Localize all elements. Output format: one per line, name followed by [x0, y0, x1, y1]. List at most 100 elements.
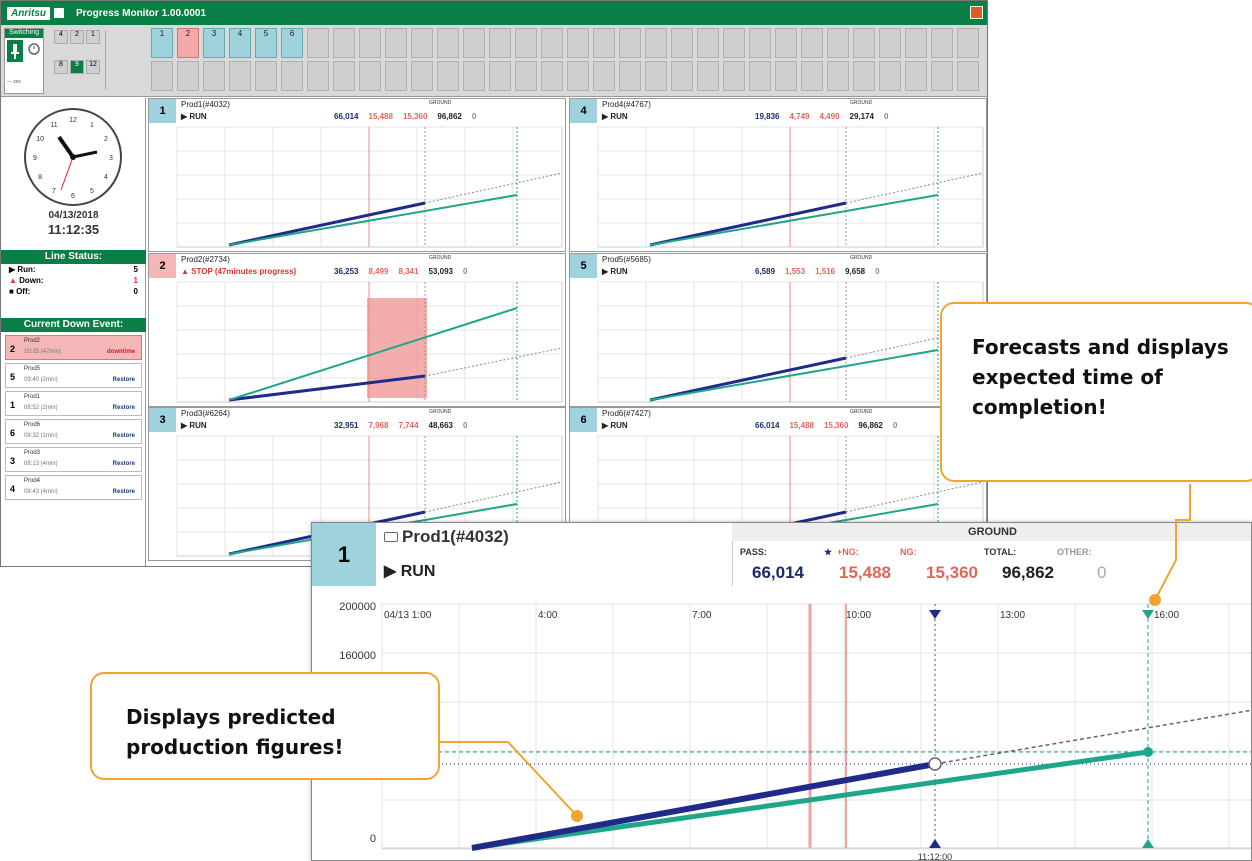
event-action-button[interactable]: Restore [112, 433, 135, 439]
empty-line-slot[interactable] [593, 28, 615, 58]
line-button-3[interactable]: 3 [203, 28, 225, 58]
panel-state: ▲ STOP (47minutes progress) [181, 267, 296, 276]
empty-line-slot[interactable] [801, 28, 823, 58]
hng-value: 15,488 [839, 563, 891, 582]
panel-line-number: 5 [570, 254, 597, 278]
empty-line-slot[interactable] [359, 61, 381, 91]
empty-line-slot[interactable] [307, 28, 329, 58]
empty-line-slot[interactable] [671, 61, 693, 91]
empty-line-slot[interactable] [229, 61, 251, 91]
svg-text:3: 3 [109, 155, 113, 162]
empty-line-slot[interactable] [723, 61, 745, 91]
empty-line-slot[interactable] [905, 28, 927, 58]
empty-line-slot[interactable] [775, 28, 797, 58]
line-button-2[interactable]: 2 [177, 28, 199, 58]
empty-line-slot[interactable] [957, 28, 979, 58]
empty-line-slot[interactable] [203, 61, 225, 91]
empty-line-slot[interactable] [827, 28, 849, 58]
empty-line-slot[interactable] [463, 61, 485, 91]
line-button-4[interactable]: 4 [229, 28, 251, 58]
empty-line-slot[interactable] [827, 61, 849, 91]
empty-line-slot[interactable] [645, 61, 667, 91]
grid-9-button[interactable]: 9 [70, 60, 84, 74]
empty-line-slot[interactable] [515, 61, 537, 91]
empty-line-slot[interactable] [411, 61, 433, 91]
empty-line-slot[interactable] [879, 61, 901, 91]
event-action-button[interactable]: Restore [112, 461, 135, 467]
grid-12-button[interactable]: 12 [86, 60, 100, 74]
grid-2-button[interactable]: 2 [70, 30, 84, 44]
empty-line-slot[interactable] [645, 28, 667, 58]
grid-4-button[interactable]: 4 [54, 30, 68, 44]
grid-8-button[interactable]: 8 [54, 60, 68, 74]
empty-line-slot[interactable] [853, 28, 875, 58]
timer-button[interactable] [26, 40, 42, 62]
empty-line-slot[interactable] [593, 61, 615, 91]
empty-line-slot[interactable] [905, 61, 927, 91]
panel-total-value: 53,093 [428, 267, 453, 276]
empty-line-slot[interactable] [671, 28, 693, 58]
empty-line-slot[interactable] [931, 61, 953, 91]
empty-line-slot[interactable] [411, 28, 433, 58]
empty-line-slot[interactable] [697, 28, 719, 58]
status-label-text: Run: [17, 265, 36, 274]
empty-line-slot[interactable] [879, 28, 901, 58]
empty-line-slot[interactable] [619, 61, 641, 91]
empty-line-slot[interactable] [385, 61, 407, 91]
empty-line-slot[interactable] [307, 61, 329, 91]
empty-line-slot[interactable] [801, 61, 823, 91]
line-button-number: 1 [159, 29, 165, 38]
event-action-button[interactable]: Restore [112, 489, 135, 495]
empty-line-slot[interactable] [619, 28, 641, 58]
empty-line-slot[interactable] [333, 28, 355, 58]
grid-1-button[interactable]: 1 [86, 30, 100, 44]
empty-line-slot[interactable] [463, 28, 485, 58]
empty-line-slot[interactable] [281, 61, 303, 91]
empty-line-slot[interactable] [541, 28, 563, 58]
event-action-button[interactable]: Restore [112, 405, 135, 411]
empty-line-slot[interactable] [931, 28, 953, 58]
empty-line-slot[interactable] [853, 61, 875, 91]
empty-line-slot[interactable] [385, 28, 407, 58]
empty-line-slot[interactable] [697, 61, 719, 91]
empty-line-slot[interactable] [541, 61, 563, 91]
empty-line-slot[interactable] [359, 28, 381, 58]
empty-line-slot[interactable] [333, 61, 355, 91]
empty-line-slot[interactable] [437, 28, 459, 58]
empty-line-slot[interactable] [151, 61, 173, 91]
empty-line-slot[interactable] [437, 61, 459, 91]
auto-switch-button[interactable] [7, 40, 23, 62]
empty-line-slot[interactable] [775, 61, 797, 91]
empty-line-slot[interactable] [723, 28, 745, 58]
event-action-button[interactable]: Restore [112, 377, 135, 383]
empty-line-slot[interactable] [749, 61, 771, 91]
close-button[interactable] [970, 6, 983, 19]
panel-line-number: 2 [149, 254, 176, 278]
line-button-5[interactable]: 5 [255, 28, 277, 58]
empty-line-slot[interactable] [177, 61, 199, 91]
empty-line-slot[interactable] [567, 28, 589, 58]
empty-line-slot[interactable] [567, 61, 589, 91]
empty-line-slot[interactable] [489, 61, 511, 91]
detail-panel[interactable]: 1 Prod1(#4032) ▶ RUN GROUND PASS: ★ +NG:… [311, 522, 1252, 861]
empty-line-slot[interactable] [255, 61, 277, 91]
empty-line-slot[interactable] [957, 61, 979, 91]
line-button-1[interactable]: 1 [151, 28, 173, 58]
empty-line-slot[interactable] [489, 28, 511, 58]
empty-line-slot[interactable] [515, 28, 537, 58]
empty-line-slot[interactable] [749, 28, 771, 58]
svg-text:1: 1 [90, 122, 94, 129]
panel-line-number: 6 [570, 408, 597, 432]
line-button-6[interactable]: 6 [281, 28, 303, 58]
